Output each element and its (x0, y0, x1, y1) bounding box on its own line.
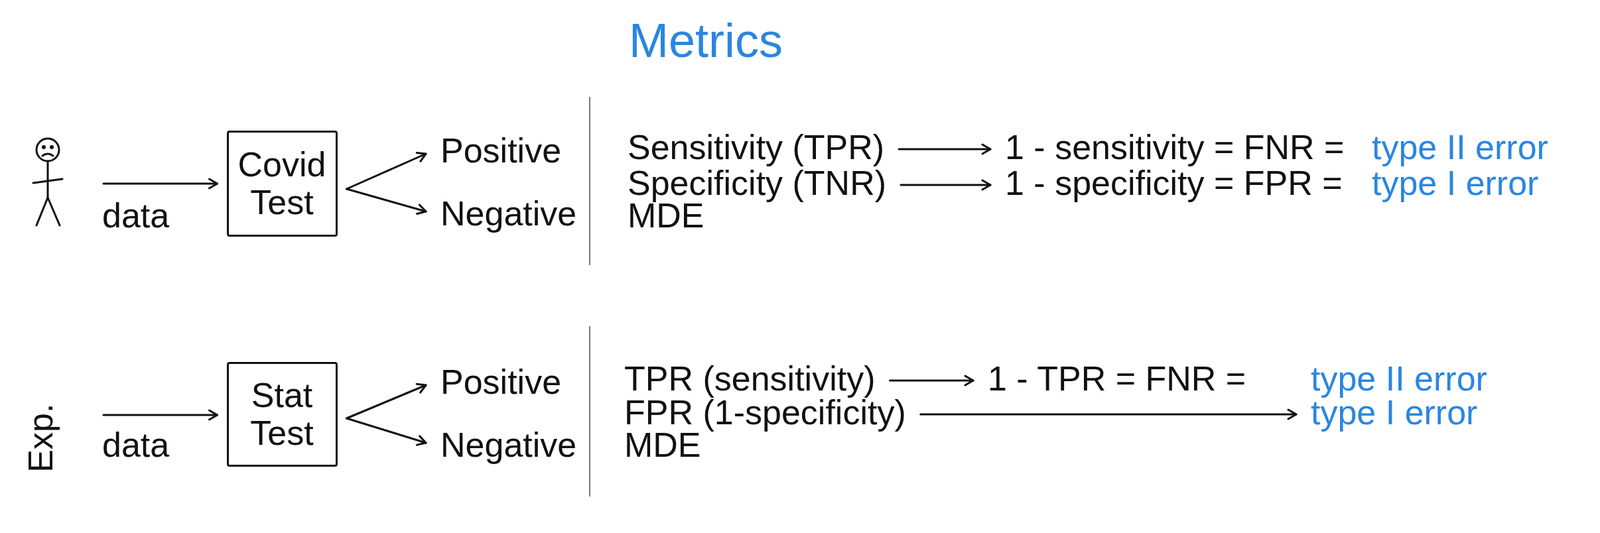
outcome-label: Positive (440, 132, 562, 170)
figure-mouth (42, 153, 54, 156)
outcome-label: Negative (440, 195, 577, 233)
metric-label: MDE (627, 197, 705, 235)
outcome-arrow (346, 189, 427, 212)
input-label: data (102, 197, 170, 235)
separator-lines (589, 96, 591, 497)
input-arrow (103, 183, 218, 186)
outcome-label: Negative (440, 426, 577, 465)
test-box: Covid Test (226, 130, 338, 237)
outcome-arrow (346, 153, 427, 190)
metric-label: TPR (sensitivity) (624, 360, 875, 399)
diagram-title: Metrics (628, 14, 783, 67)
figure-eye (43, 146, 46, 149)
implies-arrow (920, 413, 1297, 416)
figure-arms (33, 179, 63, 184)
outcome-arrow (346, 418, 427, 444)
figure-eye (51, 146, 54, 149)
figure-body (47, 161, 50, 198)
separator-line (589, 96, 591, 266)
formula-label: 1 - specificity = FPR = (1004, 164, 1343, 203)
outcome-arrow (346, 385, 427, 419)
stick-figure (33, 138, 63, 226)
outcome-label: Positive (440, 363, 562, 402)
figure-head (36, 138, 60, 162)
implies-arrow (900, 184, 991, 187)
row-label: Exp. (21, 403, 60, 473)
input-arrow (103, 414, 218, 417)
error-type-label: type II error (1310, 360, 1488, 399)
metric-label: MDE (624, 426, 702, 465)
error-type-label: type I error (1310, 394, 1478, 432)
box-label: Stat Test (238, 376, 327, 453)
implies-arrow (889, 380, 974, 383)
formula-label: 1 - sensitivity = FNR = (1004, 128, 1344, 167)
formula-label: 1 - TPR = FNR = (987, 360, 1246, 399)
separator-line (589, 326, 591, 497)
input-label: data (102, 426, 170, 465)
implies-arrow (898, 148, 991, 151)
box-label: Covid Test (238, 145, 327, 222)
test-box: Stat Test (226, 362, 338, 467)
metric-label: Sensitivity (TPR) (627, 128, 885, 167)
figure-legs (36, 197, 60, 226)
error-type-label: type II error (1371, 128, 1549, 167)
error-type-label: type I error (1371, 164, 1539, 203)
